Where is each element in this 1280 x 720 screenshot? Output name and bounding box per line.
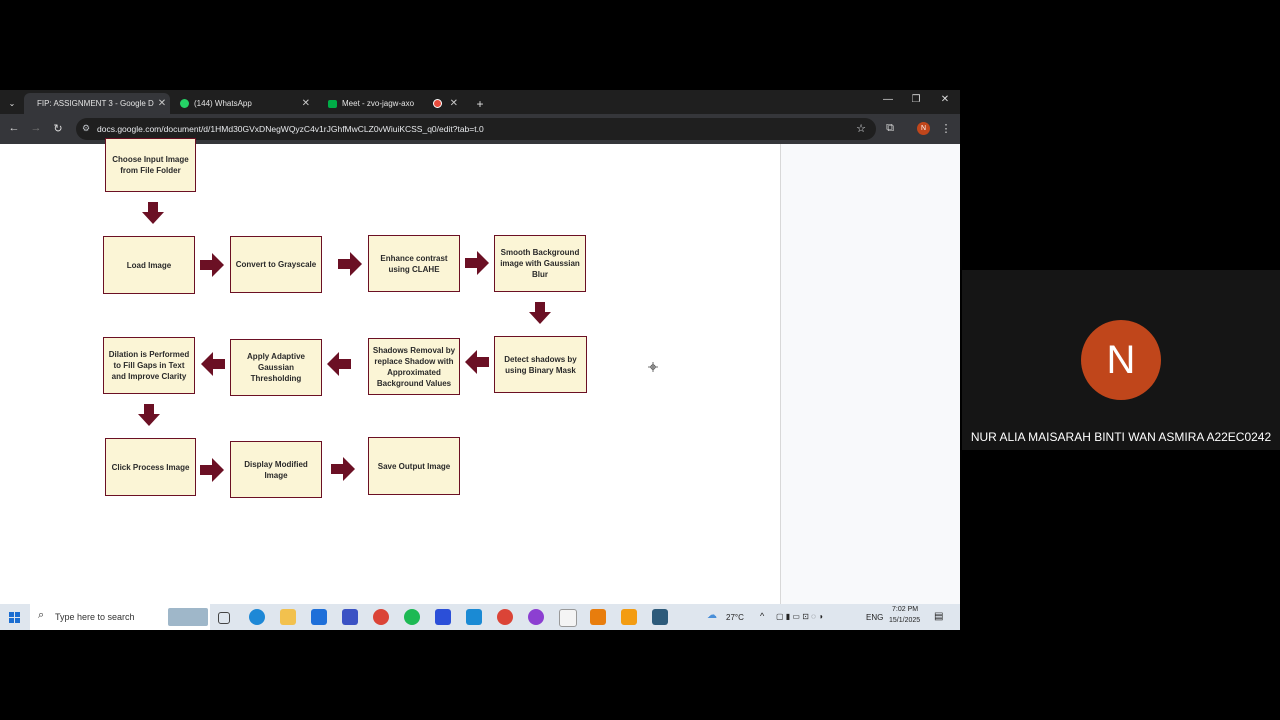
windows-start-icon[interactable] <box>9 611 21 623</box>
flow-box-display-modified: Display Modified Image <box>230 441 322 498</box>
restore-icon[interactable]: ❐ <box>911 94 921 105</box>
extensions-icon[interactable]: ⧉ <box>886 122 894 134</box>
arrow-right-3 <box>465 251 489 275</box>
app-icon[interactable] <box>342 609 358 625</box>
document-page: Choose Input Image from File Folder Load… <box>0 138 781 604</box>
flowchart-arrows <box>138 202 658 482</box>
app-icon[interactable] <box>528 609 544 625</box>
arrow-left-3 <box>201 352 225 376</box>
arrow-right-4 <box>200 458 224 482</box>
arrow-right-5 <box>331 457 355 481</box>
arrow-right-1 <box>200 253 224 277</box>
arrow-down-2 <box>529 302 551 324</box>
task-view-icon[interactable] <box>218 612 230 624</box>
flow-box-detect-shadows: Detect shadows by using Binary Mask <box>494 336 587 393</box>
address-bar[interactable]: ⚙ docs.google.com/document/d/1HMd30GVxDN… <box>76 118 876 140</box>
cursor-move-icon <box>648 362 658 372</box>
windows-taskbar: ⌕ Type here to search ☁ 27°C ^ ▢ ▮ ▭ ⊡ ◌… <box>0 604 960 630</box>
arrow-left-2 <box>327 352 351 376</box>
tab-whatsapp[interactable]: (144) WhatsApp ✕ <box>172 93 318 114</box>
tab-docs[interactable]: FIP: ASSIGNMENT 3 - Google D ✕ <box>24 93 170 114</box>
flow-box-grayscale: Convert to Grayscale <box>230 236 322 293</box>
chevron-up-icon[interactable]: ^ <box>760 611 765 621</box>
arrow-left-1 <box>465 350 489 374</box>
whatsapp-icon <box>180 99 189 108</box>
vscode-icon[interactable] <box>466 609 482 625</box>
arrow-down-1 <box>142 202 164 224</box>
flow-box-load-image: Load Image <box>103 236 195 294</box>
recording-icon <box>432 99 442 108</box>
bookmark-star-icon[interactable]: ☆ <box>856 123 866 135</box>
flow-box-choose-input: Choose Input Image from File Folder <box>105 138 196 192</box>
participant-avatar: N <box>1081 320 1161 400</box>
file-explorer-icon[interactable] <box>280 609 296 625</box>
edge-icon[interactable] <box>249 609 265 625</box>
back-icon[interactable]: ← <box>8 122 20 134</box>
browser-tab-bar: ⌄ FIP: ASSIGNMENT 3 - Google D ✕ (144) W… <box>0 90 960 114</box>
menu-icon[interactable]: ⋮ <box>940 123 952 135</box>
participant-name: NUR ALIA MAISARAH BINTI WAN ASMIRA A22EC… <box>970 430 1272 444</box>
tray-icons[interactable]: ▢ ▮ ▭ ⊡ ◌ ◑ <box>776 612 823 621</box>
notepad-icon[interactable] <box>559 609 577 627</box>
taskbar-search-box[interactable]: ⌕ Type here to search <box>30 604 210 630</box>
flow-box-gaussian-blur: Smooth Background image with Gaussian Bl… <box>494 235 586 292</box>
search-icon: ⌕ <box>38 609 45 621</box>
flow-box-shadow-removal: Shadows Removal by replace Shadow with A… <box>368 338 460 395</box>
flow-box-dilation: Dilation is Performed to Fill Gaps in Te… <box>103 337 195 394</box>
flow-box-adaptive-threshold: Apply Adaptive Gaussian Thresholding <box>230 339 322 396</box>
search-highlight-image <box>168 608 208 626</box>
shared-screen: ⌄ FIP: ASSIGNMENT 3 - Google D ✕ (144) W… <box>0 90 960 630</box>
app-icon[interactable] <box>621 609 637 625</box>
blender-icon[interactable] <box>590 609 606 625</box>
google-meet-icon <box>328 99 337 108</box>
app-icon[interactable] <box>435 609 451 625</box>
flow-box-click-process: Click Process Image <box>105 438 196 496</box>
close-tab-icon[interactable]: ✕ <box>157 98 167 109</box>
tab-search-icon[interactable]: ⌄ <box>8 99 16 108</box>
chrome-icon[interactable] <box>373 609 389 625</box>
arrow-right-2 <box>338 252 362 276</box>
close-window-icon[interactable]: ✕ <box>940 94 950 105</box>
close-tab-icon[interactable]: ✕ <box>449 98 458 109</box>
reload-icon[interactable]: ↻ <box>53 123 63 135</box>
close-tab-icon[interactable]: ✕ <box>301 98 310 109</box>
notification-icon[interactable]: ▤ <box>934 611 944 622</box>
site-info-icon[interactable]: ⚙ <box>82 123 91 133</box>
tab-meet[interactable]: Meet - zvo-jagw-axo ✕ <box>320 93 466 114</box>
weather-icon: ☁ <box>707 610 717 621</box>
mail-icon[interactable] <box>311 609 327 625</box>
flow-box-clahe: Enhance contrast using CLAHE <box>368 235 460 292</box>
participant-tile: N NUR ALIA MAISARAH BINTI WAN ASMIRA A22… <box>962 270 1280 450</box>
spotify-icon[interactable] <box>404 609 420 625</box>
app-icon[interactable] <box>652 609 668 625</box>
forward-icon[interactable]: → <box>30 122 42 134</box>
chrome-profile-icon[interactable] <box>497 609 513 625</box>
arrow-down-3 <box>138 404 160 426</box>
docs-side-panel <box>781 144 960 604</box>
minimize-icon[interactable]: — <box>883 94 893 105</box>
flow-box-save-output: Save Output Image <box>368 437 460 495</box>
new-tab-button[interactable]: + <box>476 96 484 111</box>
profile-avatar[interactable]: N <box>917 122 930 135</box>
